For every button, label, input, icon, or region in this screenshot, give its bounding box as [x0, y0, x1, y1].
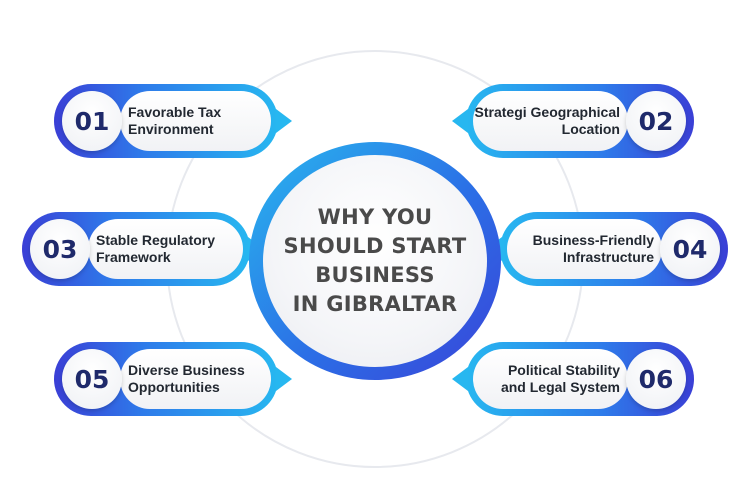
- reason-02-body: Strategi Geographical Location: [473, 91, 628, 151]
- reason-05-number: 05: [62, 349, 122, 409]
- reason-03-label: Stable Regulatory Framework: [96, 232, 216, 265]
- reason-05-label: Diverse Business Opportunities: [128, 362, 245, 395]
- reason-06-label: Political Stability and Legal System: [500, 362, 620, 395]
- reason-01-number: 01: [62, 91, 122, 151]
- reason-04-label: Business-Friendly Infrastructure: [532, 232, 654, 265]
- reason-02: Strategi Geographical Location 02: [466, 84, 694, 158]
- center-title: WHY YOU SHOULD START BUSINESS IN GIBRALT…: [283, 205, 467, 316]
- reason-03-number: 03: [30, 219, 90, 279]
- reason-03-body: Stable Regulatory Framework: [88, 219, 243, 279]
- reason-01-body: Favorable Tax Environment: [120, 91, 271, 151]
- reason-05: Diverse Business Opportunities 05: [54, 342, 278, 416]
- reason-02-connector: [452, 109, 468, 133]
- reason-05-body: Diverse Business Opportunities: [120, 349, 271, 409]
- reason-04: Business-Friendly Infrastructure 04: [500, 212, 728, 286]
- reason-05-connector: [276, 367, 292, 391]
- reason-01-connector: [276, 109, 292, 133]
- reason-04-number: 04: [660, 219, 720, 279]
- reason-06-number: 06: [626, 349, 686, 409]
- reason-01-label: Favorable Tax Environment: [128, 104, 222, 137]
- reason-03: Stable Regulatory Framework 03: [22, 212, 250, 286]
- reason-02-label: Strategi Geographical Location: [474, 104, 620, 137]
- reason-06-body: Political Stability and Legal System: [473, 349, 628, 409]
- center-circle: WHY YOU SHOULD START BUSINESS IN GIBRALT…: [263, 155, 487, 367]
- reason-01: Favorable Tax Environment 01: [54, 84, 278, 158]
- reason-06: Political Stability and Legal System 06: [466, 342, 694, 416]
- reason-06-connector: [452, 367, 468, 391]
- reason-04-body: Business-Friendly Infrastructure: [507, 219, 662, 279]
- reason-02-number: 02: [626, 91, 686, 151]
